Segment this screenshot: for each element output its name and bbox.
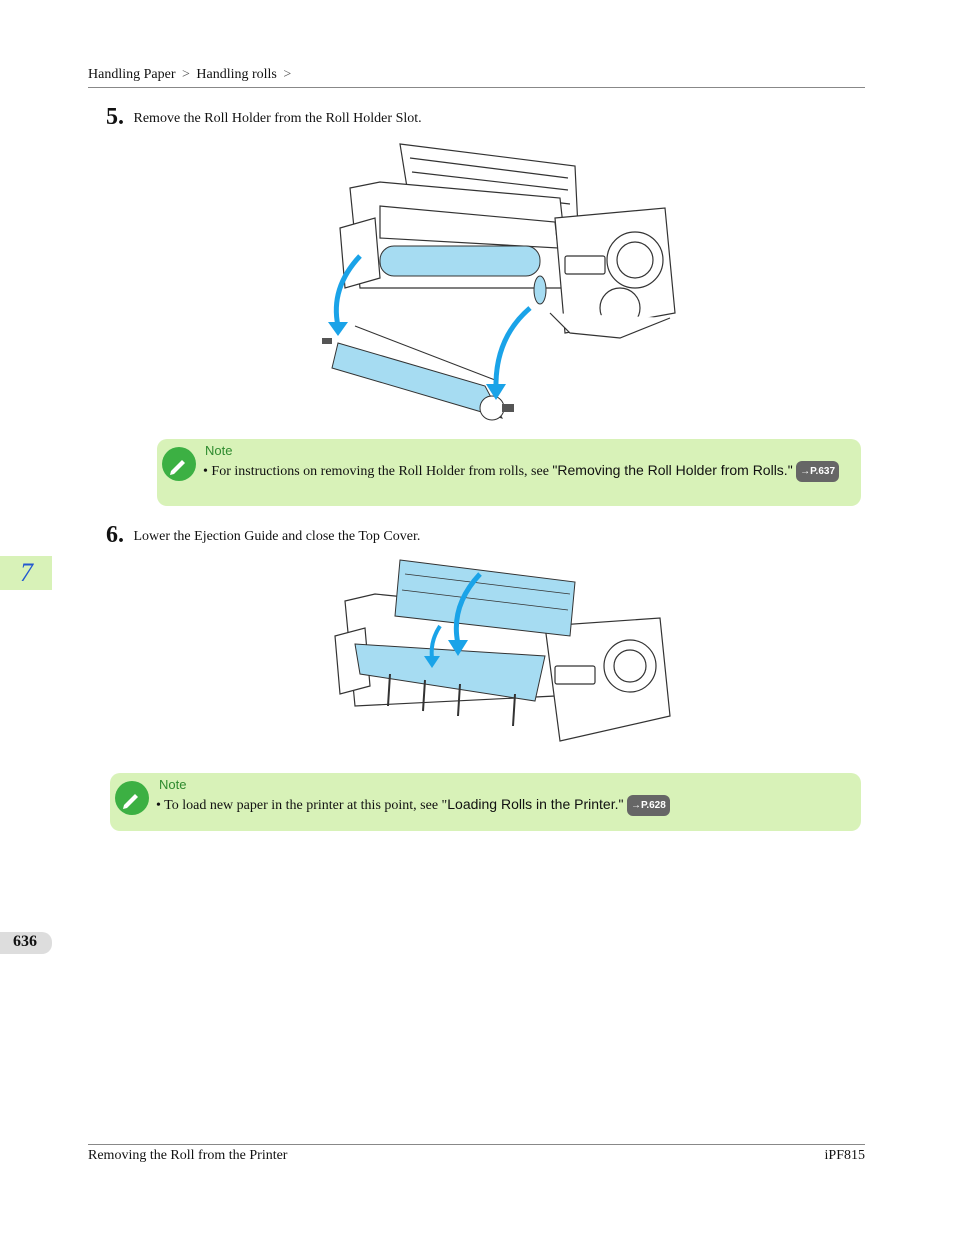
footer-section-title: Removing the Roll from the Printer bbox=[88, 1148, 288, 1163]
breadcrumb-separator: > bbox=[181, 67, 190, 82]
removed-roll-holder bbox=[322, 325, 514, 421]
page-number-tab: 636 bbox=[0, 932, 52, 954]
printer-roll-holder-illustration bbox=[322, 143, 676, 421]
note-title: Note bbox=[205, 443, 233, 458]
bullet: • bbox=[156, 798, 161, 813]
bullet: • bbox=[203, 464, 208, 479]
chapter-number: 7 bbox=[20, 558, 33, 587]
note-text: To load new paper in the printer at this… bbox=[164, 798, 448, 813]
printer-close-cover-illustration bbox=[334, 559, 671, 742]
step-6: 6. Lower the Ejection Guide and close th… bbox=[106, 522, 420, 549]
breadcrumb-handling-paper[interactable]: Handling Paper bbox=[88, 67, 176, 82]
note-title: Note bbox=[159, 777, 187, 792]
step-number: 5. bbox=[106, 104, 124, 130]
note-pencil-icon bbox=[115, 781, 149, 815]
page-reference-badge[interactable]: →P.628 bbox=[626, 795, 670, 816]
breadcrumb-separator: > bbox=[283, 67, 292, 82]
page-reference-badge[interactable]: →P.637 bbox=[796, 461, 840, 482]
step-text: Remove the Roll Holder from the Roll Hol… bbox=[133, 111, 422, 126]
note-body: • To load new paper in the printer at th… bbox=[156, 795, 856, 816]
chapter-tab[interactable]: 7 bbox=[0, 556, 52, 590]
top-cover-highlight bbox=[394, 559, 576, 637]
footer: Removing the Roll from the Printer iPF81… bbox=[88, 1144, 865, 1164]
breadcrumb: Handling Paper > Handling rolls > bbox=[88, 67, 865, 88]
step-5: 5. Remove the Roll Holder from the Roll … bbox=[106, 104, 422, 131]
step-text: Lower the Ejection Guide and close the T… bbox=[133, 529, 421, 544]
note-pencil-icon bbox=[162, 447, 196, 481]
note-box: Note • To load new paper in the printer … bbox=[110, 773, 861, 831]
note-text: For instructions on removing the Roll Ho… bbox=[211, 464, 553, 479]
note-link-loading-rolls[interactable]: Loading Rolls in the Printer." bbox=[447, 796, 624, 812]
roll-holder-in-slot bbox=[379, 245, 547, 305]
note-body: • For instructions on removing the Roll … bbox=[203, 461, 853, 482]
ejection-guide-highlight bbox=[354, 643, 546, 727]
page-number: 636 bbox=[13, 933, 37, 950]
breadcrumb-handling-rolls[interactable]: Handling rolls bbox=[196, 67, 277, 82]
footer-model-name: iPF815 bbox=[824, 1148, 865, 1163]
note-link-removing-roll-holder[interactable]: "Removing the Roll Holder from Rolls." bbox=[552, 462, 793, 478]
step-number: 6. bbox=[106, 522, 124, 548]
note-box: Note • For instructions on removing the … bbox=[157, 439, 861, 506]
